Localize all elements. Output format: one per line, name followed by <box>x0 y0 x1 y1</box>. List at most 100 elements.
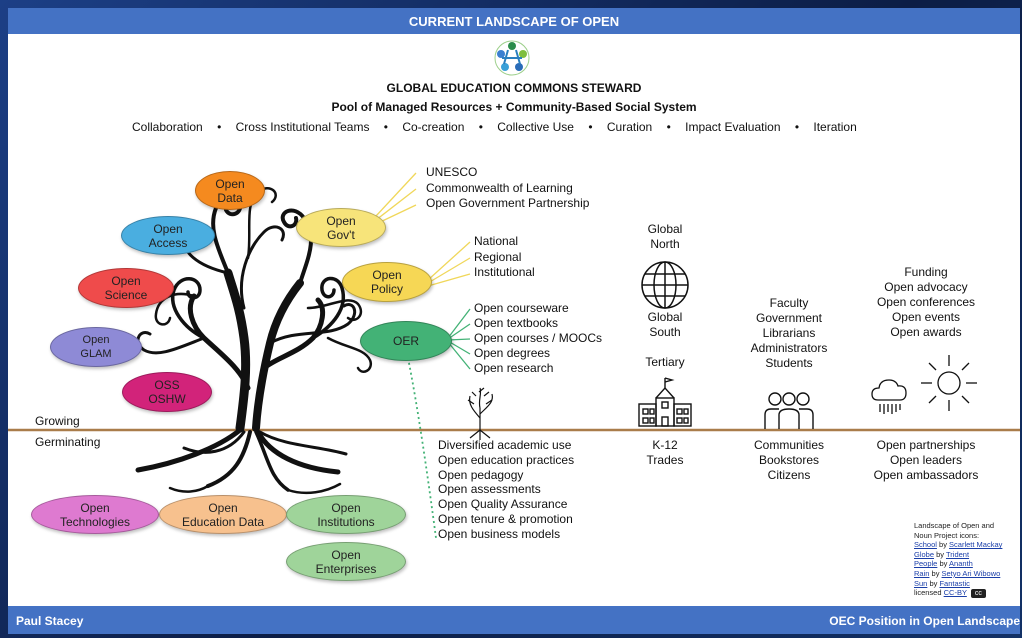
credit-icon-link[interactable]: Rain <box>914 568 930 578</box>
list-item: Diversified academic use <box>438 438 572 452</box>
separator: • <box>217 120 222 134</box>
govt-list: UNESCO Commonwealth of Learning Open Gov… <box>426 165 589 212</box>
value-iteration: Iteration <box>813 120 857 134</box>
separator: • <box>588 120 593 134</box>
list-item: Students <box>765 356 813 370</box>
global-south-label: Global South <box>647 310 683 339</box>
list-item: Regional <box>474 249 522 264</box>
oval-open-data: Open Data <box>195 171 265 210</box>
value-cross-institutional-teams: Cross Institutional Teams <box>235 120 370 134</box>
footer-author: Paul Stacey <box>16 614 84 628</box>
list-item: Open pedagogy <box>438 467 524 482</box>
list-item: Open textbooks <box>474 316 559 330</box>
people-icon <box>764 392 814 429</box>
list-item: Open conferences <box>876 295 976 309</box>
value-co-creation: Co-creation <box>402 120 465 134</box>
list-item: Open assessments <box>438 482 541 497</box>
credit-author-link[interactable]: Ananth <box>949 559 973 569</box>
oval-open-enterprises: Open Enterprises <box>286 542 406 581</box>
credit-icon-link[interactable]: People <box>914 559 938 569</box>
govt-connectors <box>375 172 417 225</box>
credit-line: Rain by Setyo Ari Wibowo <box>914 568 1001 578</box>
credits-intro: Landscape of Open and <box>914 521 995 530</box>
oval-open-science: Open Science <box>78 268 174 308</box>
list-item: Faculty <box>769 296 809 310</box>
slide-title-bar: CURRENT LANDSCAPE OF OPEN <box>8 8 1020 34</box>
list-item: Open business models <box>438 526 561 541</box>
value-collaboration: Collaboration <box>132 120 203 134</box>
list-item: Open degrees <box>474 346 551 360</box>
oval-oss-oshw: OSS OSHW <box>122 372 212 412</box>
list-item: Bookstores <box>758 453 820 467</box>
people-below-list: Communities Bookstores Citizens <box>729 438 849 483</box>
list-item: Open tenure & promotion <box>438 511 573 526</box>
credit-line: People by Ananth <box>914 559 973 569</box>
list-item: Open leaders <box>889 453 963 467</box>
list-item: Funding <box>904 265 948 279</box>
credit-line: Sun by Fantastic <box>914 578 970 588</box>
list-item: Open events <box>891 310 961 324</box>
list-item: National <box>474 234 519 248</box>
slide-title: CURRENT LANDSCAPE OF OPEN <box>408 13 620 29</box>
steward-title: GLOBAL EDUCATION COMMONS STEWARD <box>386 81 642 95</box>
oec-logo-icon <box>494 40 530 76</box>
list-item: Librarians <box>762 326 816 340</box>
credit-line: School by Scarlett Mackay <box>914 540 1003 550</box>
value-collective-use: Collective Use <box>497 120 574 134</box>
sun-icon <box>921 355 977 411</box>
people-above-list: Faculty Government Librarians Administra… <box>729 296 849 371</box>
germinating-list: Diversified academic use Open education … <box>438 438 574 542</box>
values-row: Collaboration • Cross Institutional Team… <box>132 120 857 134</box>
oer-list: Open courseware Open textbooks Open cour… <box>474 301 602 376</box>
globe-icon <box>641 261 689 309</box>
list-item: Open partnerships <box>876 438 976 452</box>
credit-icon-link[interactable]: Sun <box>914 578 928 588</box>
climate-above-list: Funding Open advocacy Open conferences O… <box>861 265 991 340</box>
list-item: Open courses / MOOCs <box>474 331 603 345</box>
list-item: Open courseware <box>474 301 569 315</box>
separator: • <box>478 120 483 134</box>
diagram-canvas <box>8 40 1020 539</box>
policy-list: National Regional Institutional <box>474 234 535 281</box>
climate-below-list: Open partnerships Open leaders Open amba… <box>861 438 991 483</box>
tree-icon <box>135 186 373 495</box>
global-north-label: Global North <box>647 222 683 251</box>
rain-cloud-icon <box>871 379 907 414</box>
credit-line: Globe by Trident <box>914 549 970 559</box>
growing-label: Growing <box>35 414 80 428</box>
credit-icon-link[interactable]: Globe <box>914 549 935 559</box>
list-item: UNESCO <box>426 165 478 179</box>
separator: • <box>383 120 388 134</box>
credit-icon-link[interactable]: School <box>914 540 937 550</box>
steward-subtitle: Pool of Managed Resources + Community-Ba… <box>331 100 697 114</box>
oval-oer: OER <box>360 321 452 361</box>
value-impact-evaluation: Impact Evaluation <box>685 120 781 134</box>
list-item: Open advocacy <box>884 280 968 294</box>
list-item: Government <box>755 311 823 325</box>
list-item: Open Quality Assurance <box>438 497 568 512</box>
list-item: Open ambassadors <box>873 468 979 482</box>
germinating-label: Germinating <box>35 435 101 449</box>
list-item: Open awards <box>890 325 962 339</box>
credit-author-link[interactable]: Fantastic <box>939 578 970 588</box>
license-link[interactable]: CC-BY <box>943 588 967 598</box>
oval-open-access: Open Access <box>121 216 215 255</box>
list-item: Open research <box>474 361 554 375</box>
credit-author-link[interactable]: Scarlett Mackay <box>949 540 1003 550</box>
policy-connectors <box>427 241 471 287</box>
school-icon <box>638 377 692 427</box>
slide: CURRENT LANDSCAPE OF OPEN <box>8 8 1020 634</box>
credit-author-link[interactable]: Setyo Ari Wibowo <box>941 568 1001 578</box>
footer-bar: Paul Stacey OEC Position in Open Landsca… <box>8 606 1020 634</box>
list-item: Open Government Partnership <box>426 196 590 210</box>
value-curation: Curation <box>606 120 653 134</box>
oval-open-education-data: Open Education Data <box>159 495 287 534</box>
cc-badge-icon: cc <box>970 589 986 599</box>
list-item: Administrators <box>750 341 828 355</box>
credit-author-link[interactable]: Trident <box>945 549 970 559</box>
list-item: Citizens <box>767 468 811 482</box>
tertiary-label: Tertiary <box>645 355 685 369</box>
list-item: Open education practices <box>438 452 575 467</box>
oer-dotted-connector <box>407 357 437 539</box>
footer-title: OEC Position in Open Landscape <box>829 614 1020 628</box>
